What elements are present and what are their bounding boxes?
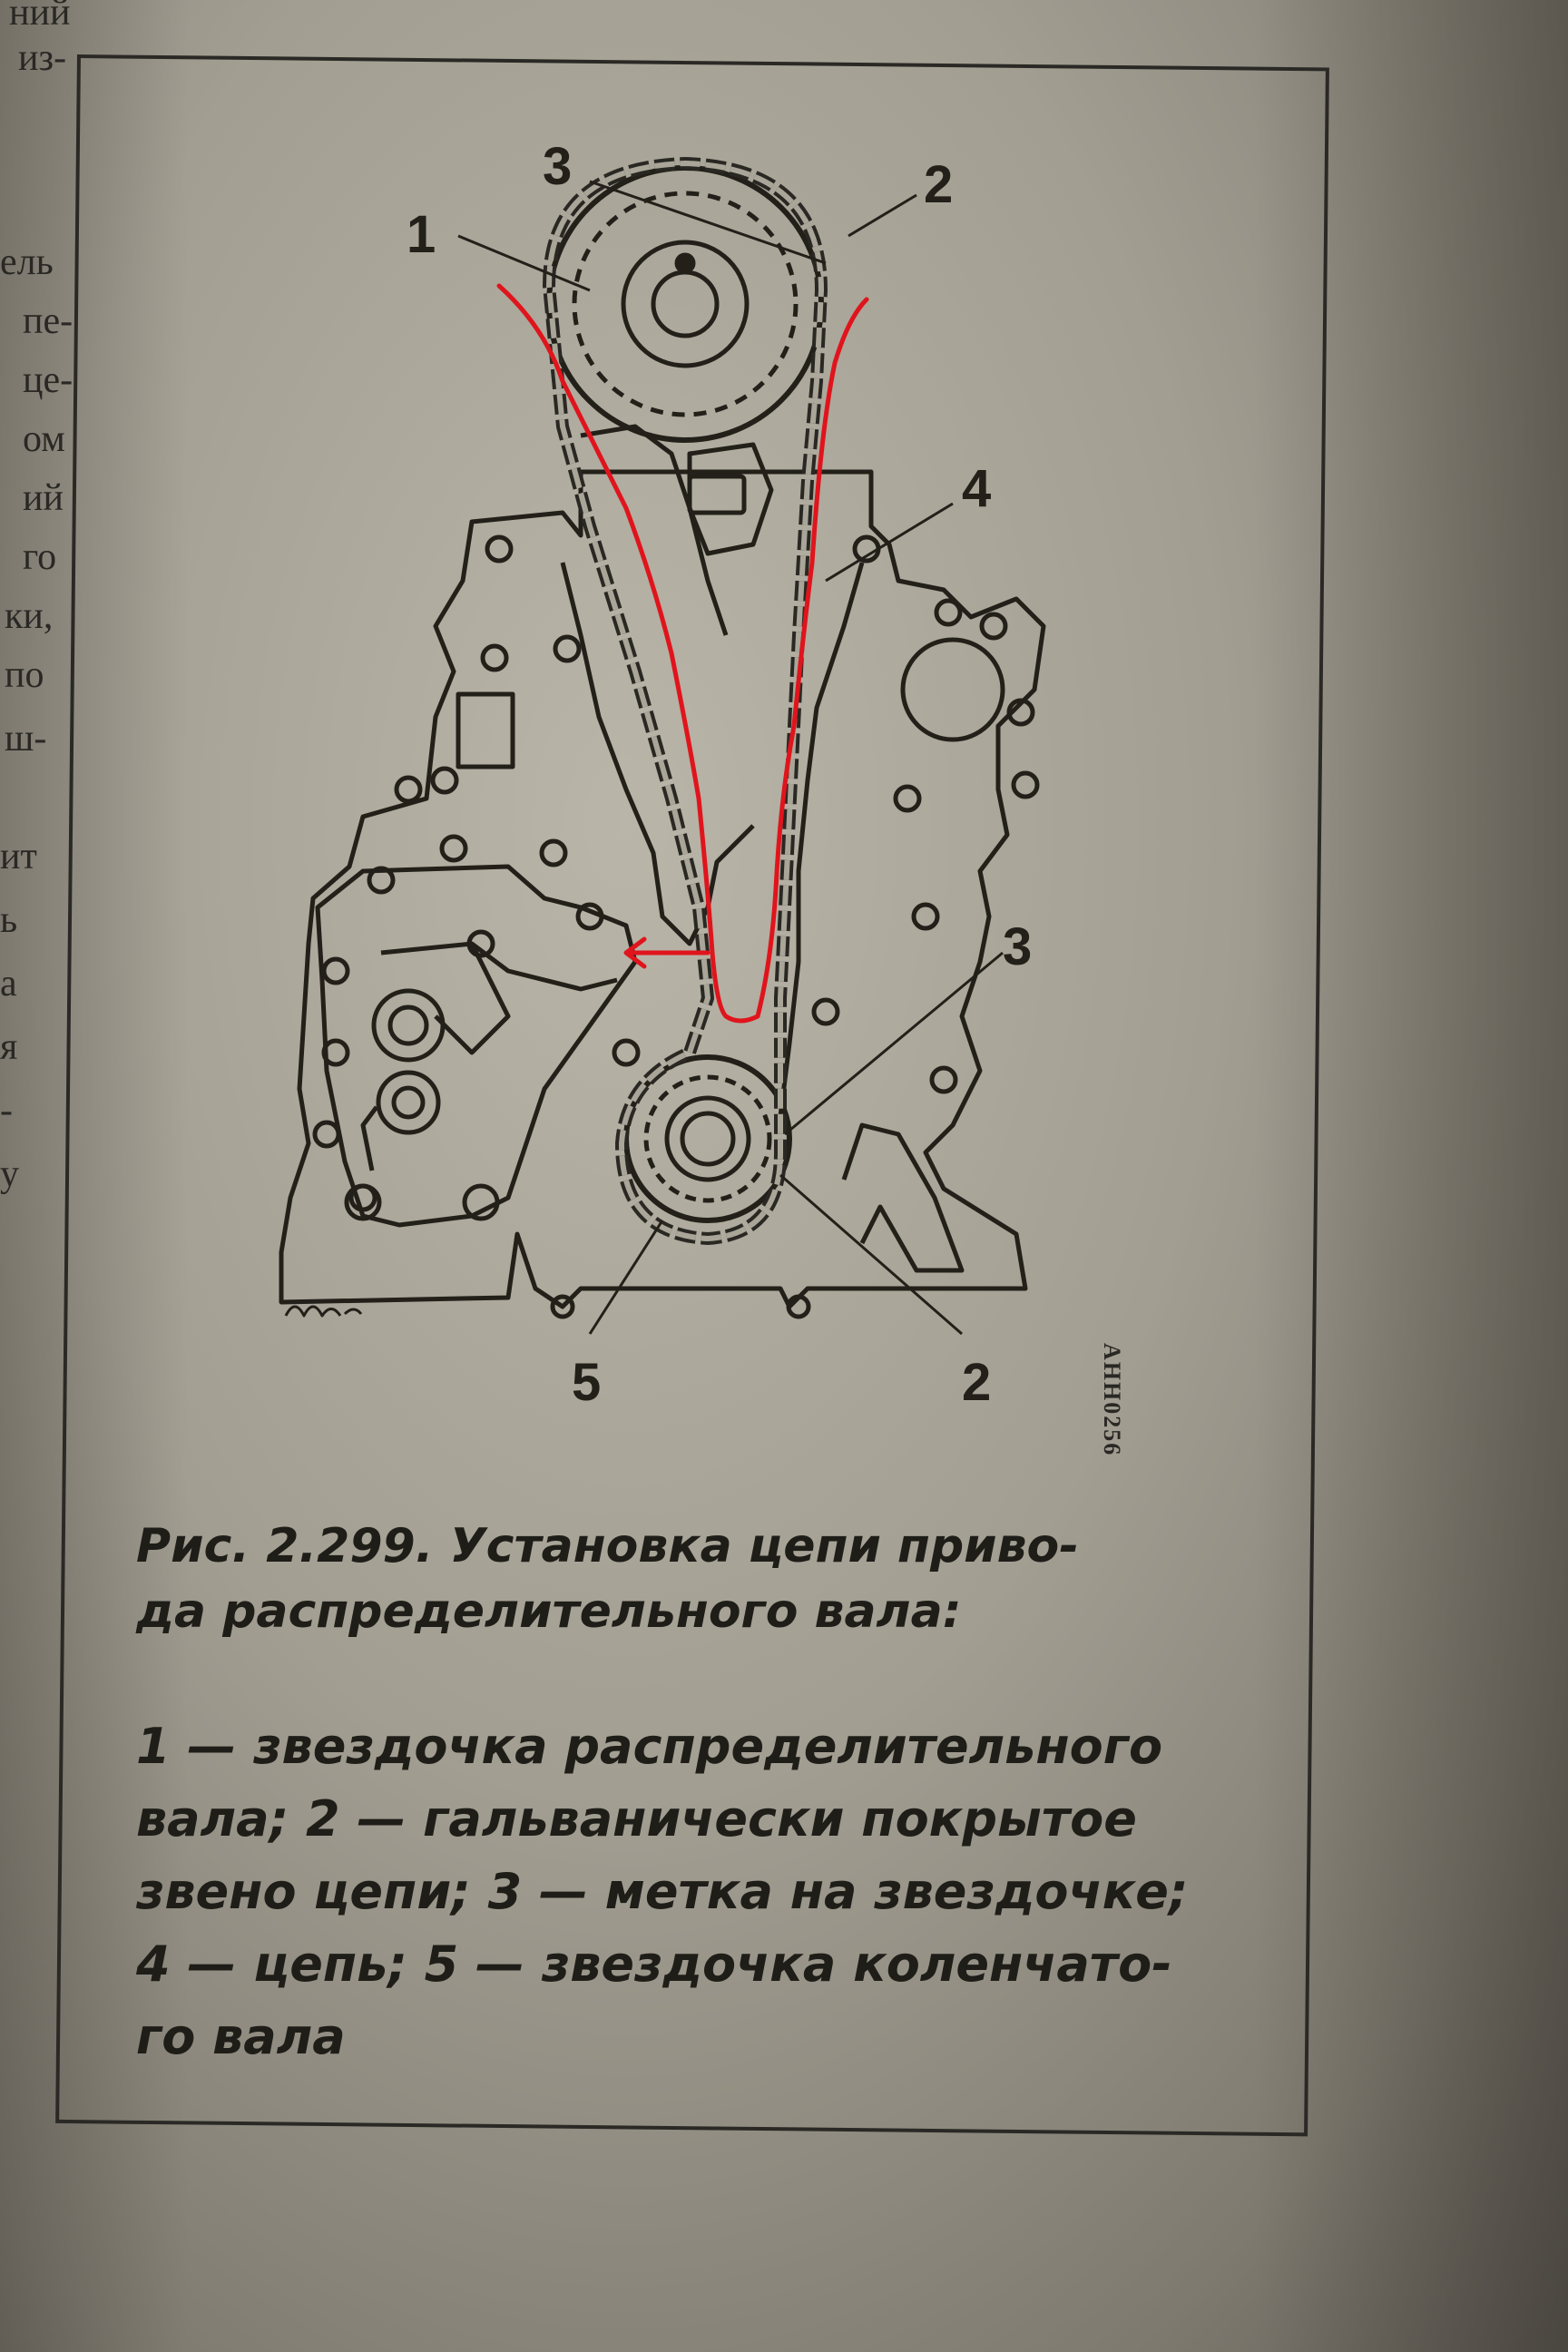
front-cover-inner xyxy=(560,562,755,946)
fragment: я xyxy=(0,1026,18,1068)
oil-pump-housing xyxy=(315,864,638,1228)
callout-2-top: 2 xyxy=(924,155,954,214)
artist-signature xyxy=(284,1305,363,1318)
oil-pump-gear-2 xyxy=(376,1070,441,1135)
sprocket-hub xyxy=(664,1095,751,1182)
fragment: ом xyxy=(23,418,65,460)
timing-chain xyxy=(543,157,828,1245)
drawing-code: АНН0256 xyxy=(1099,1343,1125,1457)
adjacent-page-text: ний из- ель пе- це- ом ий го ки, по ш- и… xyxy=(0,0,100,1361)
leader-lines xyxy=(457,180,1004,1336)
callout-5: 5 xyxy=(572,1353,602,1412)
red-marker-annotation xyxy=(496,283,869,1024)
callout-2-bottom: 2 xyxy=(962,1353,992,1412)
cover-window xyxy=(456,691,515,769)
fragment: ель xyxy=(0,241,54,283)
fragment: це- xyxy=(23,359,74,401)
sprocket-teeth xyxy=(643,1074,772,1203)
oil-pump-lever xyxy=(380,941,618,992)
sprocket-hub xyxy=(621,240,750,368)
fragment: а xyxy=(0,963,17,1004)
legend-line: звено цепи; 3 — метка на звездочке; xyxy=(136,1863,1189,1920)
fragment: у xyxy=(0,1153,19,1195)
fragment: ш- xyxy=(5,718,47,760)
fragment: из- xyxy=(18,37,67,79)
fragment: пе- xyxy=(23,300,74,342)
bolt-holes xyxy=(312,534,1040,1319)
fragment: ь xyxy=(0,899,18,941)
figure-legend: 1 — звездочка распределительного вала; 2… xyxy=(136,1710,1279,2073)
rotation-arrow xyxy=(360,1105,378,1171)
sprocket-bore xyxy=(651,270,720,338)
fragment: - xyxy=(0,1090,13,1132)
callout-1: 1 xyxy=(407,205,436,264)
sprocket-teeth xyxy=(572,191,799,417)
fragment: го xyxy=(23,536,57,578)
callout-3-right: 3 xyxy=(1003,917,1033,976)
water-pump-opening xyxy=(900,637,1005,742)
legend-line: 4 — цепь; 5 — звездочка коленчато- xyxy=(136,1936,1172,1993)
legend-line: 1 — звездочка распределительного xyxy=(136,1718,1163,1775)
crank-bracket xyxy=(841,1122,965,1273)
fragment: по xyxy=(5,654,44,696)
legend-line: вала; 2 — гальванически покрытое xyxy=(136,1790,1137,1847)
callout-3-top: 3 xyxy=(543,137,573,196)
caption-title: Рис. 2.299. Установка цепи приво- xyxy=(136,1519,1079,1573)
engine-block-outline xyxy=(279,469,1046,1309)
figure-caption: Рис. 2.299. Установка цепи приво- да рас… xyxy=(136,1514,1270,1644)
caption-title-cont: да распределительного вала: xyxy=(136,1584,962,1639)
fragment: ки, xyxy=(5,595,54,637)
guide-slot xyxy=(687,474,747,515)
fragment: ний xyxy=(9,0,71,34)
timing-mark xyxy=(674,252,696,274)
camshaft-sprocket xyxy=(546,165,824,443)
fragment: ий xyxy=(23,477,64,519)
legend-line: го вала xyxy=(136,2008,346,2065)
front-cover-inner xyxy=(778,562,865,1117)
oil-pump-gear xyxy=(371,988,446,1063)
fragment: ит xyxy=(0,836,37,877)
chain-guide xyxy=(687,442,774,556)
callout-4: 4 xyxy=(962,459,992,518)
